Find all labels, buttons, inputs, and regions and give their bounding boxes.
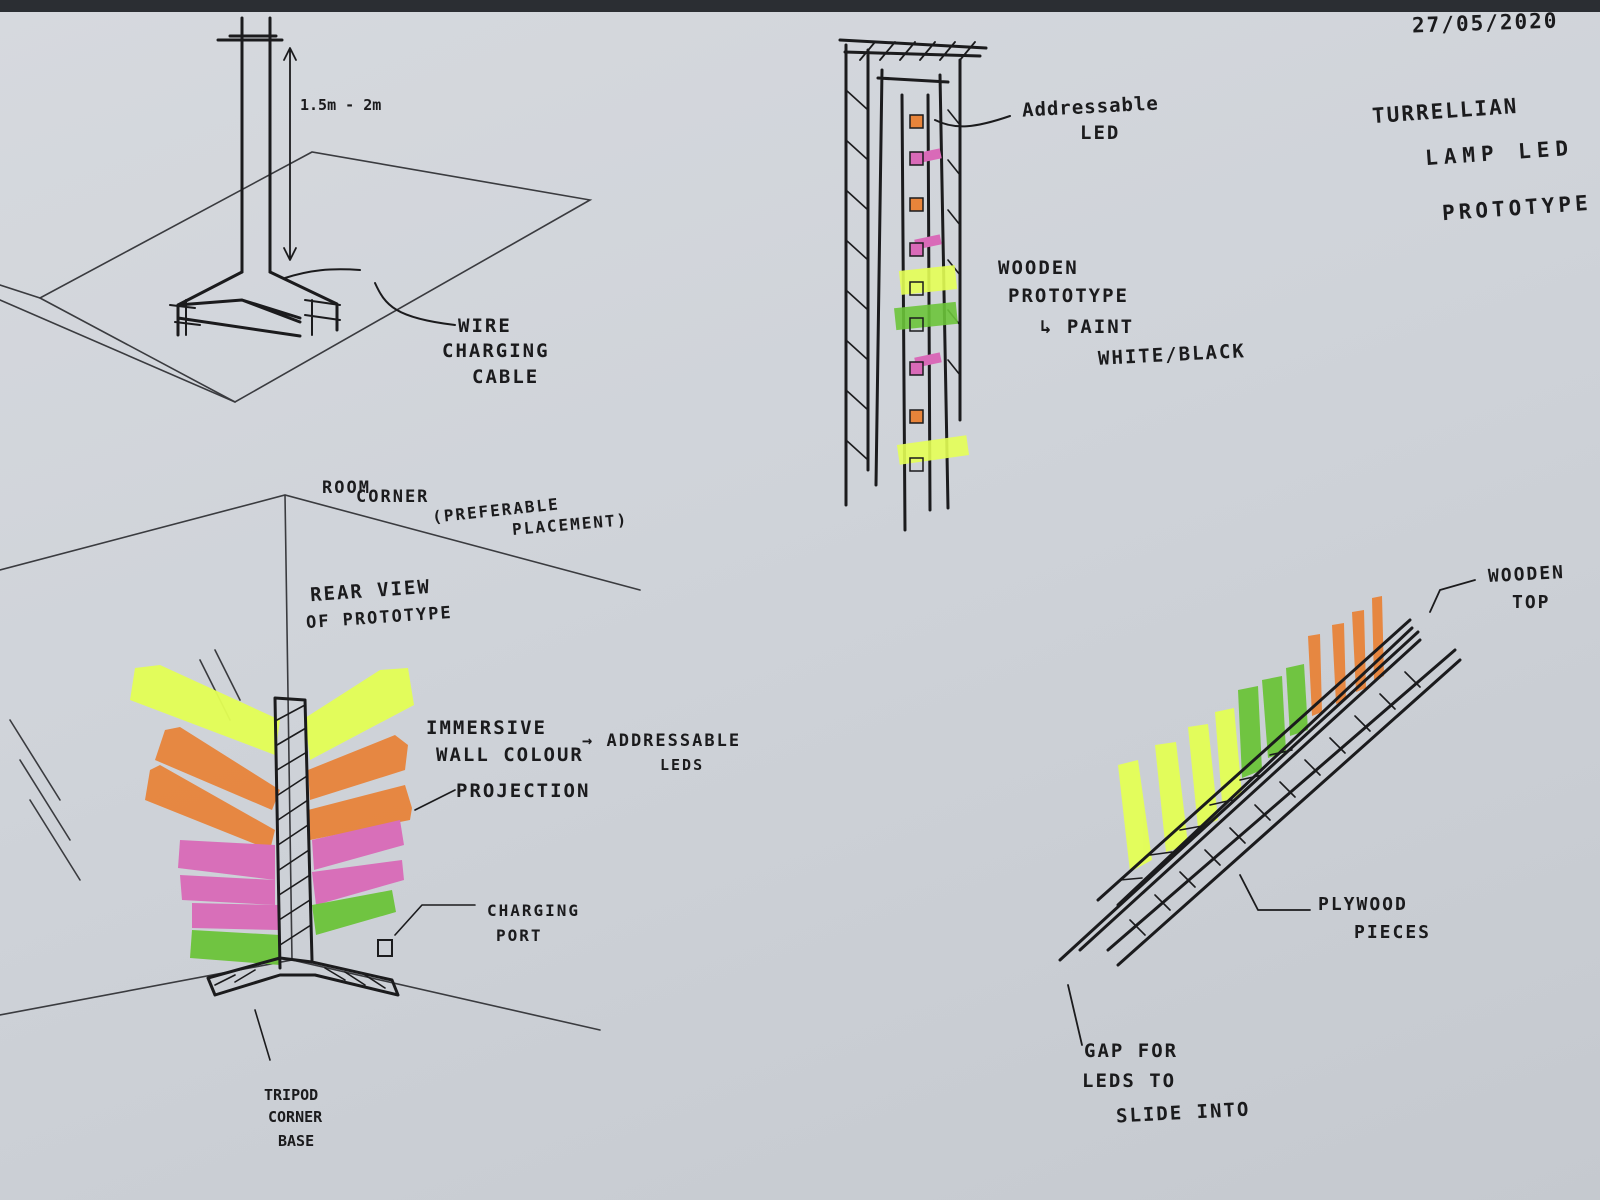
ply-label-2: PIECES bbox=[1354, 922, 1432, 943]
gap-label-2: LEDS TO bbox=[1082, 1070, 1177, 1092]
led-label-2: LED bbox=[1080, 122, 1121, 144]
led-strip-colours bbox=[1118, 596, 1384, 872]
front-lamp-sketch bbox=[0, 16, 593, 403]
projection-label-2: WALL COLOUR bbox=[436, 744, 584, 766]
projection-label-1: IMMERSIVE bbox=[426, 717, 547, 739]
top-label-1: WOODEN bbox=[1487, 561, 1566, 588]
dark-edge bbox=[0, 0, 1600, 12]
height-label: 1.5m - 2m bbox=[300, 96, 382, 114]
room-label-2: CORNER bbox=[356, 487, 430, 507]
port-label-1: CHARGING bbox=[487, 901, 581, 920]
ply-label-1: PLYWOOD bbox=[1318, 894, 1408, 915]
base-label-1: TRIPOD bbox=[264, 1086, 319, 1104]
port-label-2: PORT bbox=[496, 926, 543, 945]
wood-label-1: WOODEN bbox=[998, 257, 1079, 279]
led-column-sketch bbox=[838, 38, 1011, 532]
date-label: 27/05/2020 bbox=[1411, 8, 1559, 38]
top-view-sketch bbox=[1058, 579, 1476, 1046]
room-label-1: ROOM bbox=[322, 478, 371, 498]
cable-label-3: CABLE bbox=[472, 366, 540, 388]
arrow-target-label-1: → ADDRESSABLE bbox=[582, 731, 742, 751]
wood-label-3: ↳ PAINT bbox=[1040, 316, 1135, 338]
rear-view-sketch bbox=[0, 494, 641, 1061]
projection-label-3: PROJECTION bbox=[456, 780, 591, 802]
cable-label-1: WIRE bbox=[458, 315, 512, 337]
projection-bands bbox=[130, 665, 414, 965]
top-label-2: TOP bbox=[1512, 592, 1551, 613]
gap-label-1: GAP FOR bbox=[1084, 1040, 1179, 1062]
base-label-2: CORNER bbox=[268, 1108, 323, 1126]
cable-label-2: CHARGING bbox=[442, 340, 550, 362]
arrow-target-label-2: LEDS bbox=[660, 756, 705, 774]
wood-label-2: PROTOTYPE bbox=[1008, 285, 1129, 307]
base-label-3: BASE bbox=[278, 1132, 315, 1150]
